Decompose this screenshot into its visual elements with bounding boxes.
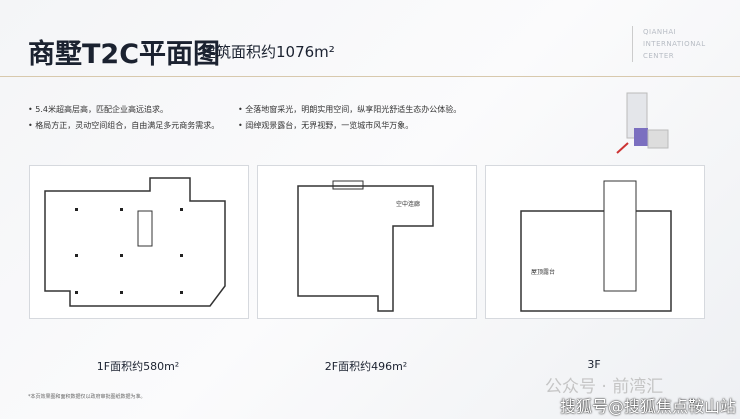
bullets-left: • 5.4米超高层高，匹配企业高远追求。 • 格局方正，灵动空间组合，自由满足多… <box>28 102 219 134</box>
brand-logo: QIANHAI INTERNATIONAL CENTER <box>632 26 706 62</box>
footnote: *本页效果图和面积数据仅以政府审批图纸数据为准。 <box>28 394 146 400</box>
bullet-item: • 阔绰观景露台，无界视野，一览城市风华万象。 <box>238 121 414 130</box>
brand-line: INTERNATIONAL <box>643 40 706 48</box>
floor-plan-3f: 屋顶露台 <box>485 165 705 319</box>
bullet-item: • 格局方正，灵动空间组合，自由满足多元商务需求。 <box>28 121 220 130</box>
bullet-item: • 5.4米超高层高，匹配企业高远追求。 <box>28 105 168 114</box>
caption-3f: 3F <box>587 358 601 371</box>
floor-plan-2f: 空中连廊 <box>257 165 477 319</box>
page-title: 商墅T2C平面图 <box>28 39 221 70</box>
brand-line: QIANHAI <box>643 28 677 36</box>
bullet-item: • 全落地窗采光，明朗实用空间，纵享阳光舒适生态办公体验。 <box>238 105 462 114</box>
divider <box>0 76 740 77</box>
watermark-wechat: 公众号 · 前湾汇 <box>545 377 664 397</box>
skybridge-label: 空中连廊 <box>396 200 420 208</box>
watermark-sohu: 搜狐号@搜狐焦点鞍山站 <box>560 397 737 416</box>
bullets-right: • 全落地窗采光，明朗实用空间，纵享阳光舒适生态办公体验。 • 阔绰观景露台，无… <box>238 102 461 134</box>
building-location-map <box>616 92 669 154</box>
floor-plan-1f <box>29 165 249 319</box>
caption-1f: 1F面积约580m² <box>96 360 180 373</box>
caption-2f: 2F面积约496m² <box>324 360 408 373</box>
roof-terrace-label: 屋顶露台 <box>531 268 555 276</box>
page-subtitle: 建筑面积约1076m² <box>201 43 335 61</box>
brand-line: CENTER <box>643 52 675 60</box>
